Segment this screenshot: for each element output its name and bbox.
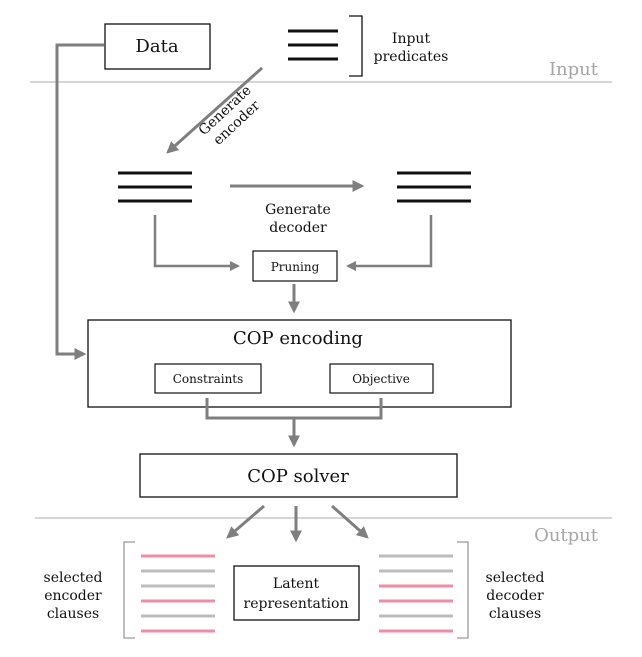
selected-encoder-label-line1: selected <box>44 570 103 586</box>
solver-to-decoder-clauses-arrow <box>331 504 369 539</box>
constraints-label: Constraints <box>173 372 244 386</box>
selected-decoder-label-line1: selected <box>486 570 545 586</box>
selected-decoder-clauses-list <box>379 554 453 633</box>
latent-label-line2: representation <box>244 596 349 612</box>
cop-solver-box <box>139 453 458 498</box>
selected-encoder-label-line3: clauses <box>47 606 99 622</box>
objective-box <box>329 363 434 394</box>
cop-encoding-title: COP encoding <box>233 328 363 349</box>
input-predicates-bracket <box>349 15 363 77</box>
input-predicates-label-line2: predicates <box>374 49 449 65</box>
selected-decoder-label-line2: decoder <box>486 588 544 604</box>
input-predicates-label-line1: Input <box>392 31 431 47</box>
objective-label: Objective <box>352 372 410 386</box>
data-to-cop-encoding-arrow <box>55 43 104 360</box>
selected-encoder-label-line2: encoder <box>44 588 102 604</box>
selected-encoder-clauses-list <box>141 554 215 633</box>
decoder-clauses-bracket <box>457 541 469 639</box>
generate-decoder-label-line1: Generate <box>265 202 331 218</box>
latent-label-line1: Latent <box>273 576 320 592</box>
pruning-box <box>252 250 338 282</box>
generate-encoder-arrow <box>166 66 263 154</box>
generate-decoder-label-line2: decoder <box>269 220 327 236</box>
encoder-to-pruning-arrow <box>153 215 240 271</box>
decoder-clauses-icon <box>397 171 471 203</box>
cop-solver-label: COP solver <box>247 466 349 487</box>
latent-representation-box <box>233 565 360 621</box>
decoder-to-pruning-arrow <box>346 215 433 271</box>
output-section-label: Output <box>534 525 599 546</box>
encoder-clauses-icon <box>118 171 192 203</box>
input-section-label: Input <box>549 59 599 80</box>
constraints-box <box>154 363 262 394</box>
solver-to-encoder-clauses-arrow <box>226 504 265 539</box>
data-label: Data <box>135 36 178 57</box>
data-box <box>104 23 211 70</box>
pruning-label: Pruning <box>271 260 320 274</box>
generate-encoder-label: Generate encoder <box>196 82 264 148</box>
encoder-clauses-bracket <box>123 541 135 639</box>
selected-decoder-label-line3: clauses <box>489 606 541 622</box>
input-predicates-icon <box>288 29 338 61</box>
